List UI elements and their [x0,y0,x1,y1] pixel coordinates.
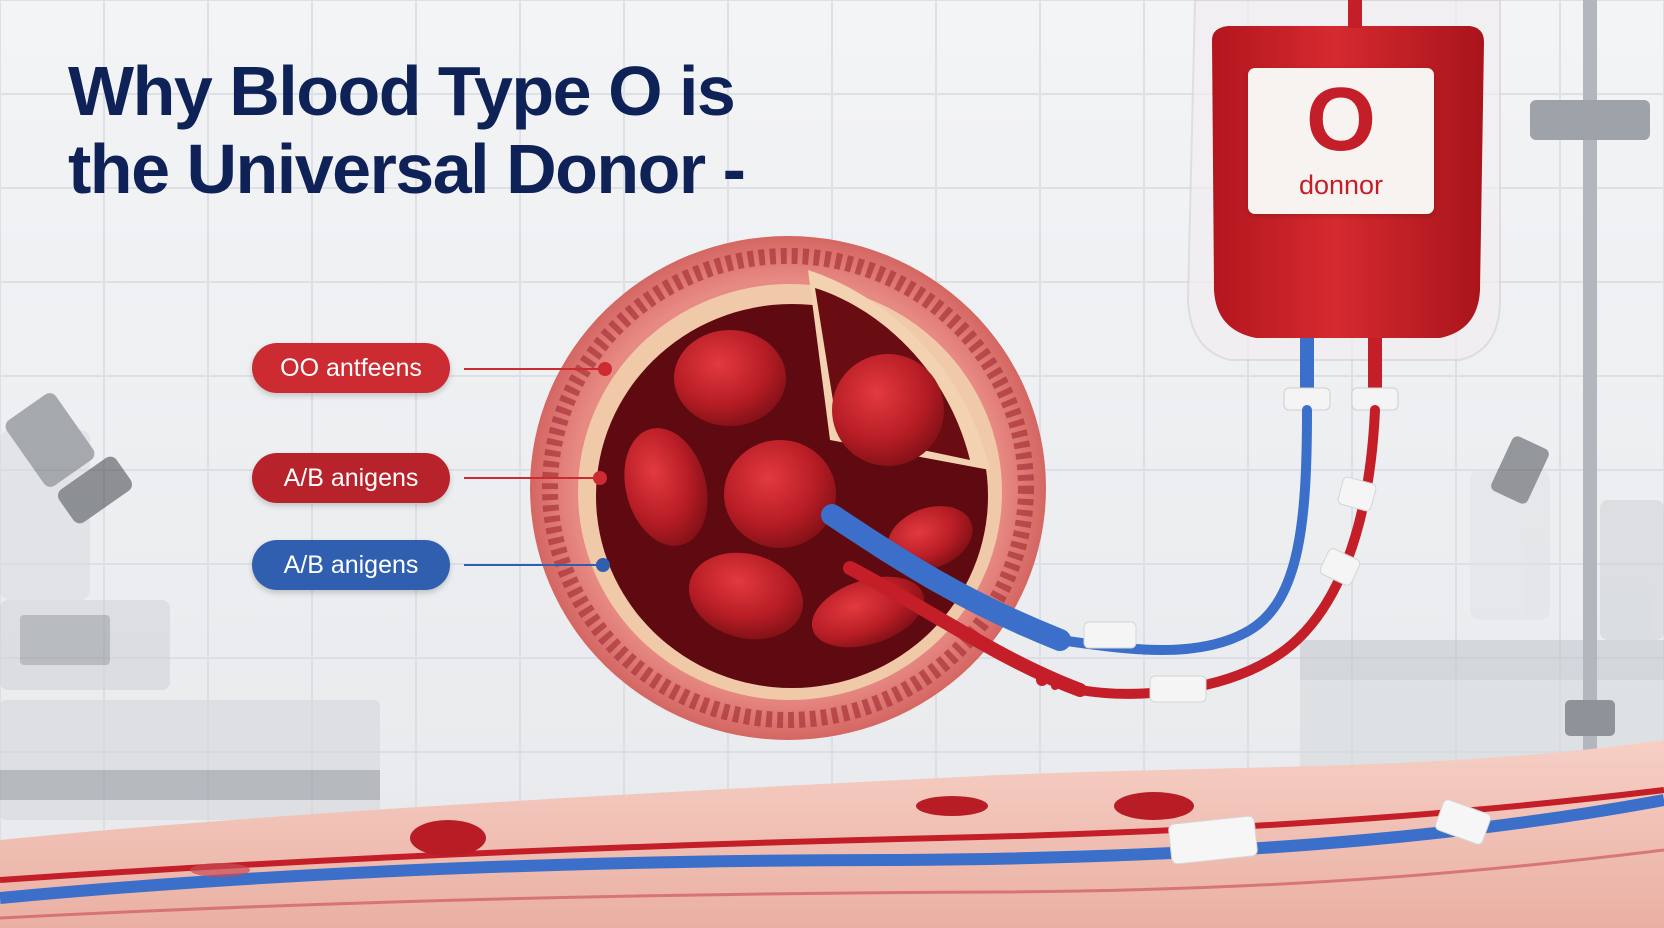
callout-label: OO antfeens [280,353,422,382]
callout-oo-antigens: OO antfeens [252,343,450,393]
callout-ab-antigens-red: A/B anigens [252,453,450,503]
blood-type-letter: O [1305,70,1376,170]
callout-label: A/B anigens [283,550,419,579]
callout-ab-antigens-blue: A/B anigens [252,540,450,590]
title-line-2: the Universal Donor - [68,130,746,208]
blood-bag-caption: donnor [1298,170,1384,200]
title-line-1: Why Blood Type O is [68,52,736,130]
page-title: Why Blood Type O is the Universal Donor … [68,52,828,208]
callout-label: A/B anigens [283,463,419,492]
blood-bag-label: O donnor [1248,68,1434,214]
